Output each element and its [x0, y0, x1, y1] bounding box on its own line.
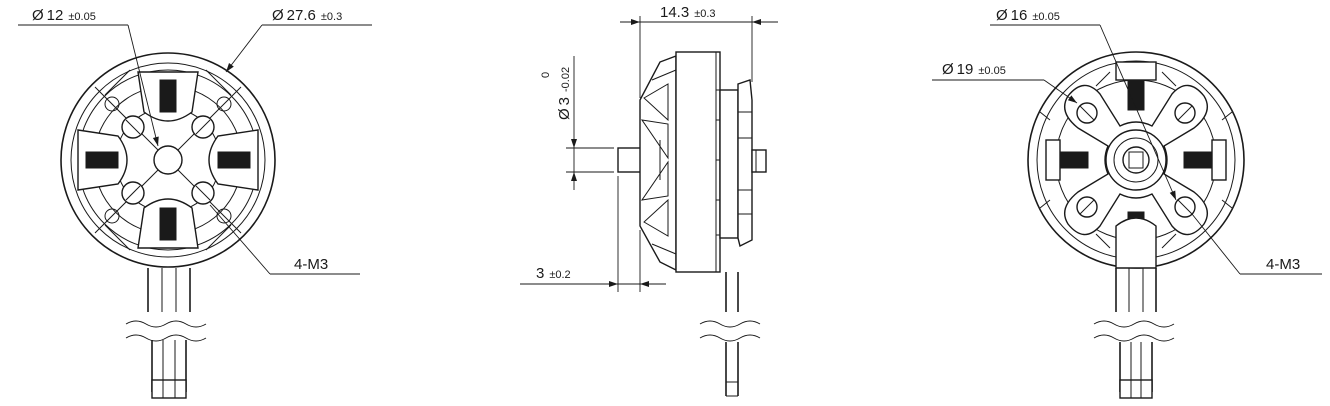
side-shaft-length-tolerance: ±0.2: [549, 269, 570, 281]
back-center-bearing: [1105, 129, 1167, 191]
svg-text:Ø3-0.02: Ø 3 -0.02: [556, 67, 573, 120]
side-shaft-dia-tol-lower: -0.02: [560, 67, 572, 92]
front-inner-dia-tolerance: ±0.05: [68, 11, 95, 23]
front-outer-dia-tolerance: ±0.3: [321, 11, 342, 23]
front-coil-pads: [77, 71, 259, 249]
back-outer-dia-value: 19: [957, 61, 974, 78]
side-length-tolerance: ±0.3: [694, 8, 715, 20]
back-wires: [1093, 217, 1175, 399]
side-shaft-dia-tol-upper: 0: [540, 72, 552, 78]
back-outer-dia-symbol: Ø: [942, 61, 954, 78]
back-inner-dia-tolerance: ±0.05: [1032, 11, 1059, 23]
front-inner-dia-value: 12: [47, 7, 64, 24]
side-view: 14.3 ±0.3 Ø 3 -0.02 0 3 ±0.2: [520, 4, 778, 397]
side-shaft-dia-value: 3: [556, 97, 573, 105]
front-holes-leader: 4-M3: [209, 204, 360, 275]
front-center-hub: [153, 145, 183, 175]
svg-text:3±0.2: 3 ±0.2: [536, 265, 571, 282]
front-outer-ring: [60, 52, 276, 268]
svg-text:Ø19±0.05: Ø19 ±0.05: [942, 61, 1006, 78]
front-inner-dia-symbol: Ø: [32, 7, 44, 24]
svg-text:14.3±0.3: 14.3 ±0.3: [660, 4, 716, 21]
svg-text:Ø16±0.05: Ø16 ±0.05: [996, 7, 1060, 24]
side-body: [675, 51, 721, 273]
side-bell: [639, 54, 677, 272]
svg-text:Ø12±0.05: Ø12 ±0.05: [32, 7, 96, 24]
back-holes-label: 4-M3: [1266, 256, 1300, 273]
front-holes-label: 4-M3: [294, 256, 328, 273]
back-inner-dia-symbol: Ø: [996, 7, 1008, 24]
side-wire: [699, 272, 761, 397]
front-outer-dia-symbol: Ø: [272, 7, 284, 24]
front-outer-dia-value: 27.6: [287, 7, 316, 24]
side-length-value: 14.3: [660, 4, 689, 21]
side-shaft-length-dimension: 3 ±0.2: [520, 176, 666, 292]
side-length-dimension: 14.3 ±0.3: [620, 4, 778, 98]
svg-text:Ø27.6±0.3: Ø27.6 ±0.3: [272, 7, 342, 24]
back-outer-dia-tolerance: ±0.05: [978, 65, 1005, 77]
side-bell-fins: [640, 69, 677, 255]
side-shaft-dia-dimension: Ø 3 -0.02 0: [540, 56, 614, 190]
front-wires: [125, 268, 207, 399]
back-holes-leader: 4-M3: [1191, 213, 1322, 275]
back-mount-holes: [1076, 102, 1196, 218]
back-inner-dia-value: 16: [1011, 7, 1028, 24]
front-screw-holes: [104, 96, 232, 224]
side-base-plate: [719, 89, 739, 239]
side-shaft-length-value: 3: [536, 265, 544, 282]
side-shaft-dia-symbol: Ø: [556, 108, 573, 120]
